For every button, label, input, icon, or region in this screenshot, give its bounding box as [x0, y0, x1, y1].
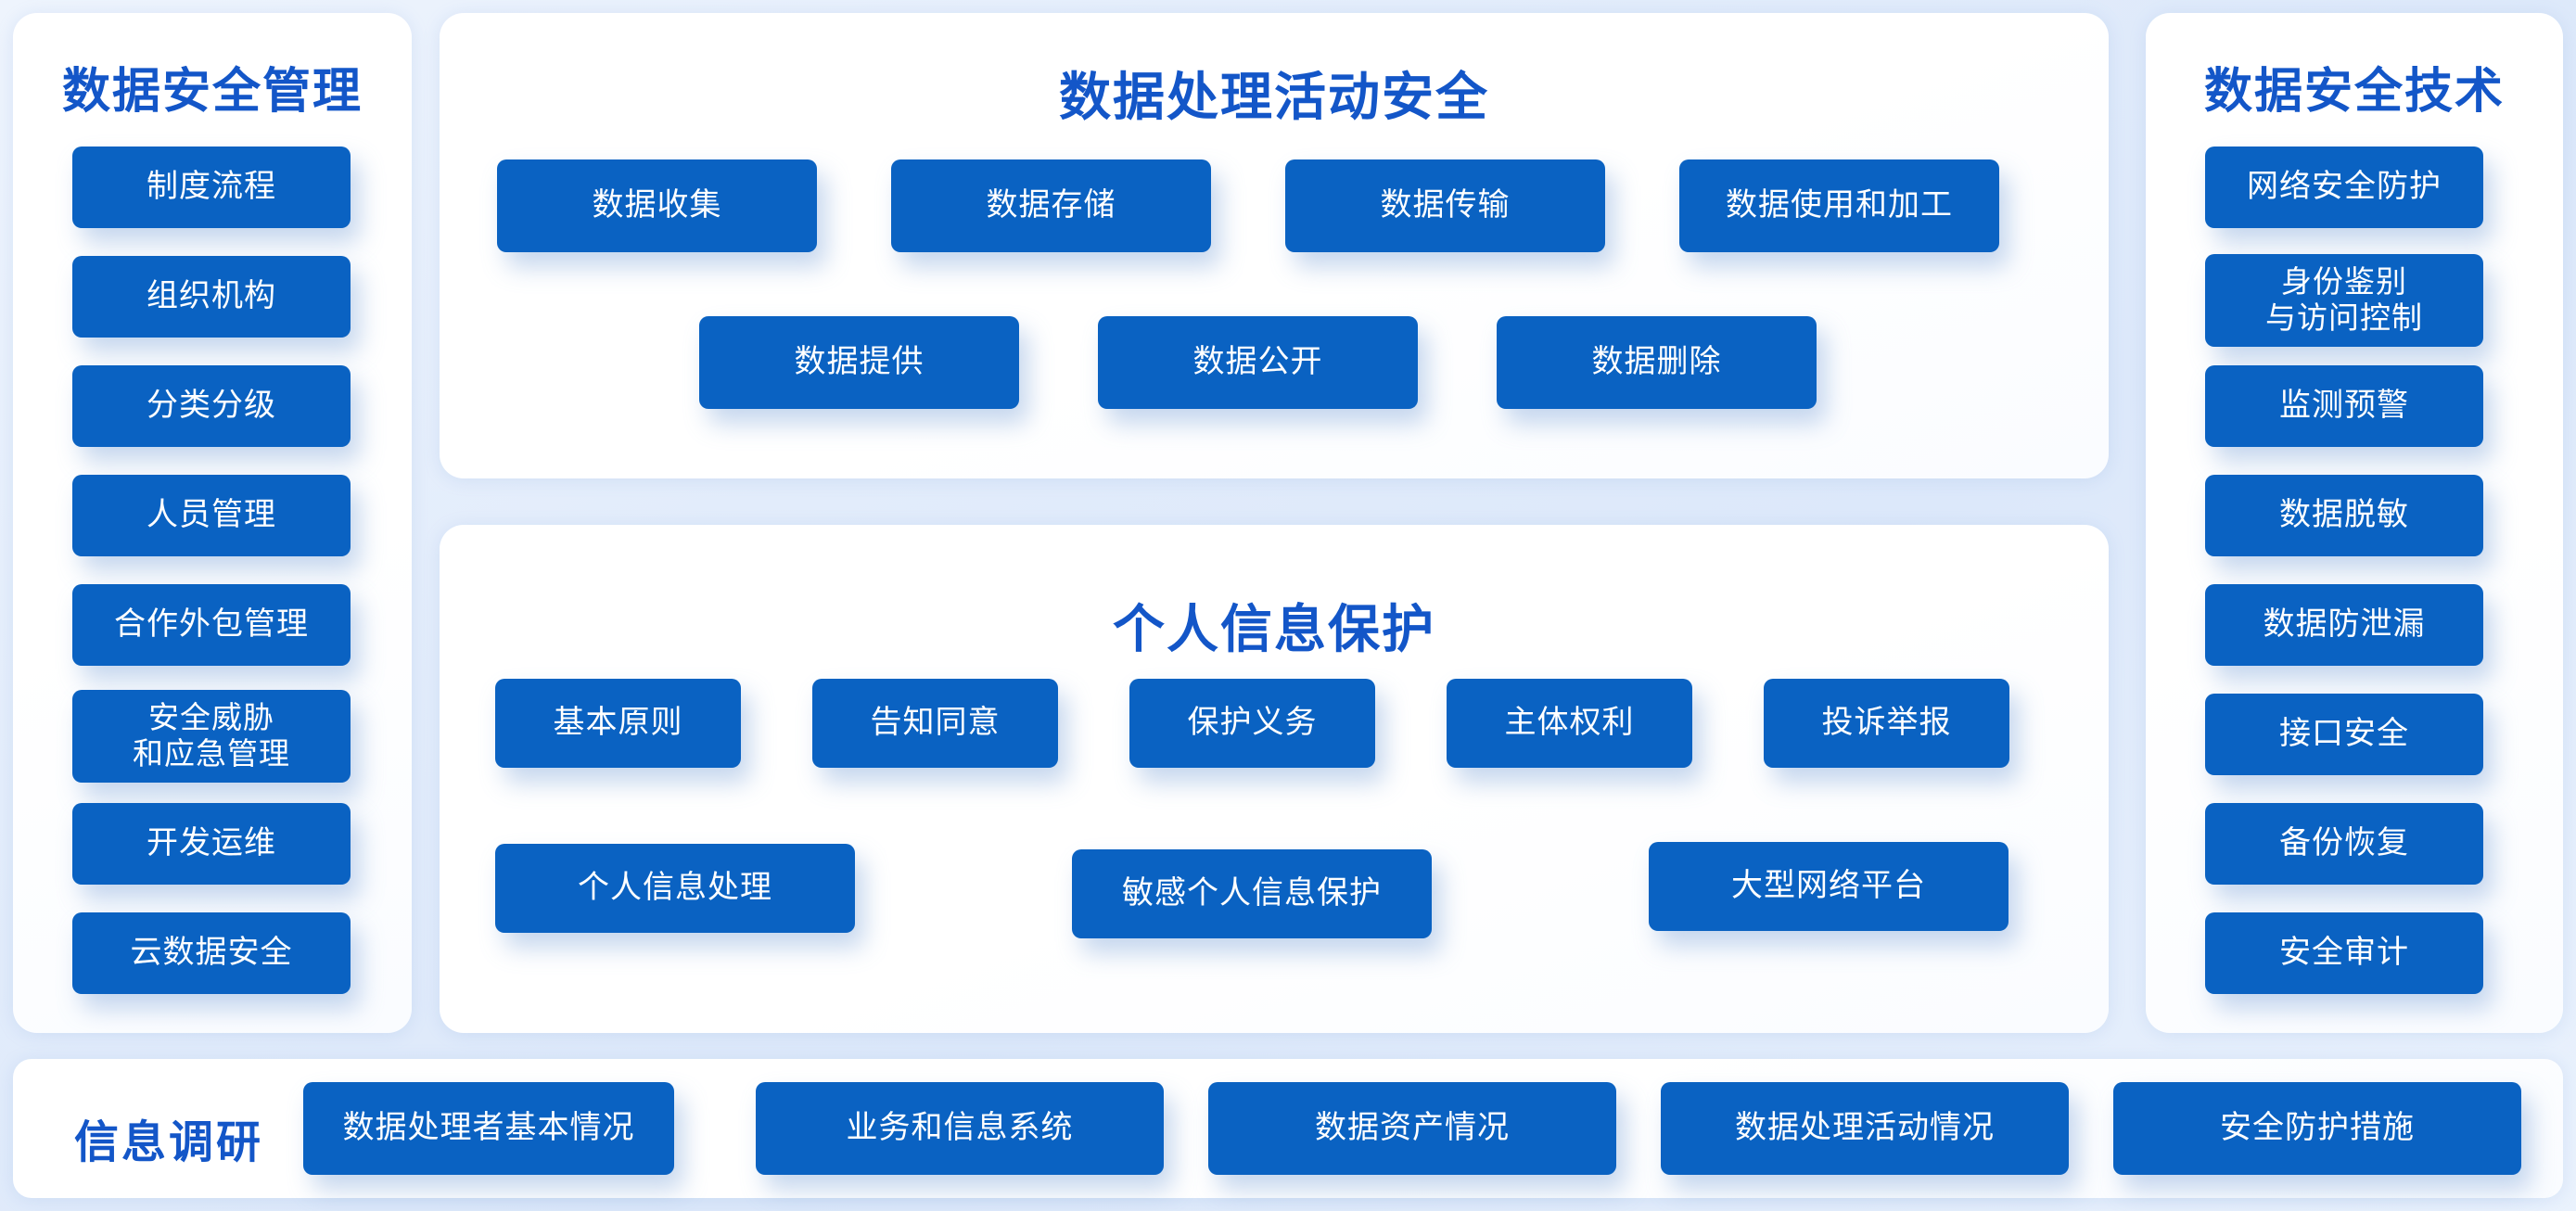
center-top-panel-title: 数据处理活动安全 [1059, 68, 1489, 126]
bottom-item-2[interactable]: 数据资产情况 [1208, 1082, 1616, 1175]
right-item-5[interactable]: 接口安全 [2205, 694, 2483, 775]
center-bottom-row1-item-2[interactable]: 保护义务 [1129, 679, 1375, 768]
left-item-7[interactable]: 云数据安全 [72, 912, 351, 994]
right-item-7[interactable]: 安全审计 [2205, 912, 2483, 994]
left-item-3[interactable]: 人员管理 [72, 475, 351, 556]
center-top-row1-item-3[interactable]: 数据使用和加工 [1679, 159, 1999, 252]
center-top-row2-item-1[interactable]: 数据公开 [1098, 316, 1418, 409]
right-item-4[interactable]: 数据防泄漏 [2205, 584, 2483, 666]
center-bottom-row2-item-0[interactable]: 个人信息处理 [495, 844, 855, 933]
bottom-item-1[interactable]: 业务和信息系统 [756, 1082, 1164, 1175]
left-item-0[interactable]: 制度流程 [72, 147, 351, 228]
left-panel-title: 数据安全管理 [61, 65, 363, 119]
center-bottom-row2-item-2[interactable]: 大型网络平台 [1649, 842, 2009, 931]
right-panel-title: 数据安全技术 [2203, 65, 2505, 119]
right-item-3[interactable]: 数据脱敏 [2205, 475, 2483, 556]
left-item-6[interactable]: 开发运维 [72, 803, 351, 885]
bottom-bar-label: 信息调研 [74, 1118, 264, 1167]
bottom-item-0[interactable]: 数据处理者基本情况 [303, 1082, 674, 1175]
center-top-row1-item-1[interactable]: 数据存储 [891, 159, 1211, 252]
right-item-6[interactable]: 备份恢复 [2205, 803, 2483, 885]
center-top-row1-item-0[interactable]: 数据收集 [497, 159, 817, 252]
center-bottom-panel: 个人信息保护 [440, 525, 2109, 1033]
center-top-row2-item-0[interactable]: 数据提供 [699, 316, 1019, 409]
left-item-1[interactable]: 组织机构 [72, 256, 351, 338]
center-bottom-row1-item-4[interactable]: 投诉举报 [1764, 679, 2009, 768]
center-bottom-panel-title: 个人信息保护 [1113, 600, 1435, 658]
right-item-0[interactable]: 网络安全防护 [2205, 147, 2483, 228]
left-item-2[interactable]: 分类分级 [72, 365, 351, 447]
bottom-item-4[interactable]: 安全防护措施 [2113, 1082, 2521, 1175]
right-item-1[interactable]: 身份鉴别 与访问控制 [2205, 254, 2483, 347]
left-item-4[interactable]: 合作外包管理 [72, 584, 351, 666]
center-top-row1-item-2[interactable]: 数据传输 [1285, 159, 1605, 252]
center-bottom-row1-item-1[interactable]: 告知同意 [812, 679, 1058, 768]
center-bottom-row2-item-1[interactable]: 敏感个人信息保护 [1072, 849, 1432, 938]
left-item-5[interactable]: 安全威胁 和应急管理 [72, 690, 351, 783]
center-bottom-row1-item-3[interactable]: 主体权利 [1447, 679, 1692, 768]
bottom-item-3[interactable]: 数据处理活动情况 [1661, 1082, 2069, 1175]
right-item-2[interactable]: 监测预警 [2205, 365, 2483, 447]
center-bottom-row1-item-0[interactable]: 基本原则 [495, 679, 741, 768]
center-top-row2-item-2[interactable]: 数据删除 [1497, 316, 1817, 409]
